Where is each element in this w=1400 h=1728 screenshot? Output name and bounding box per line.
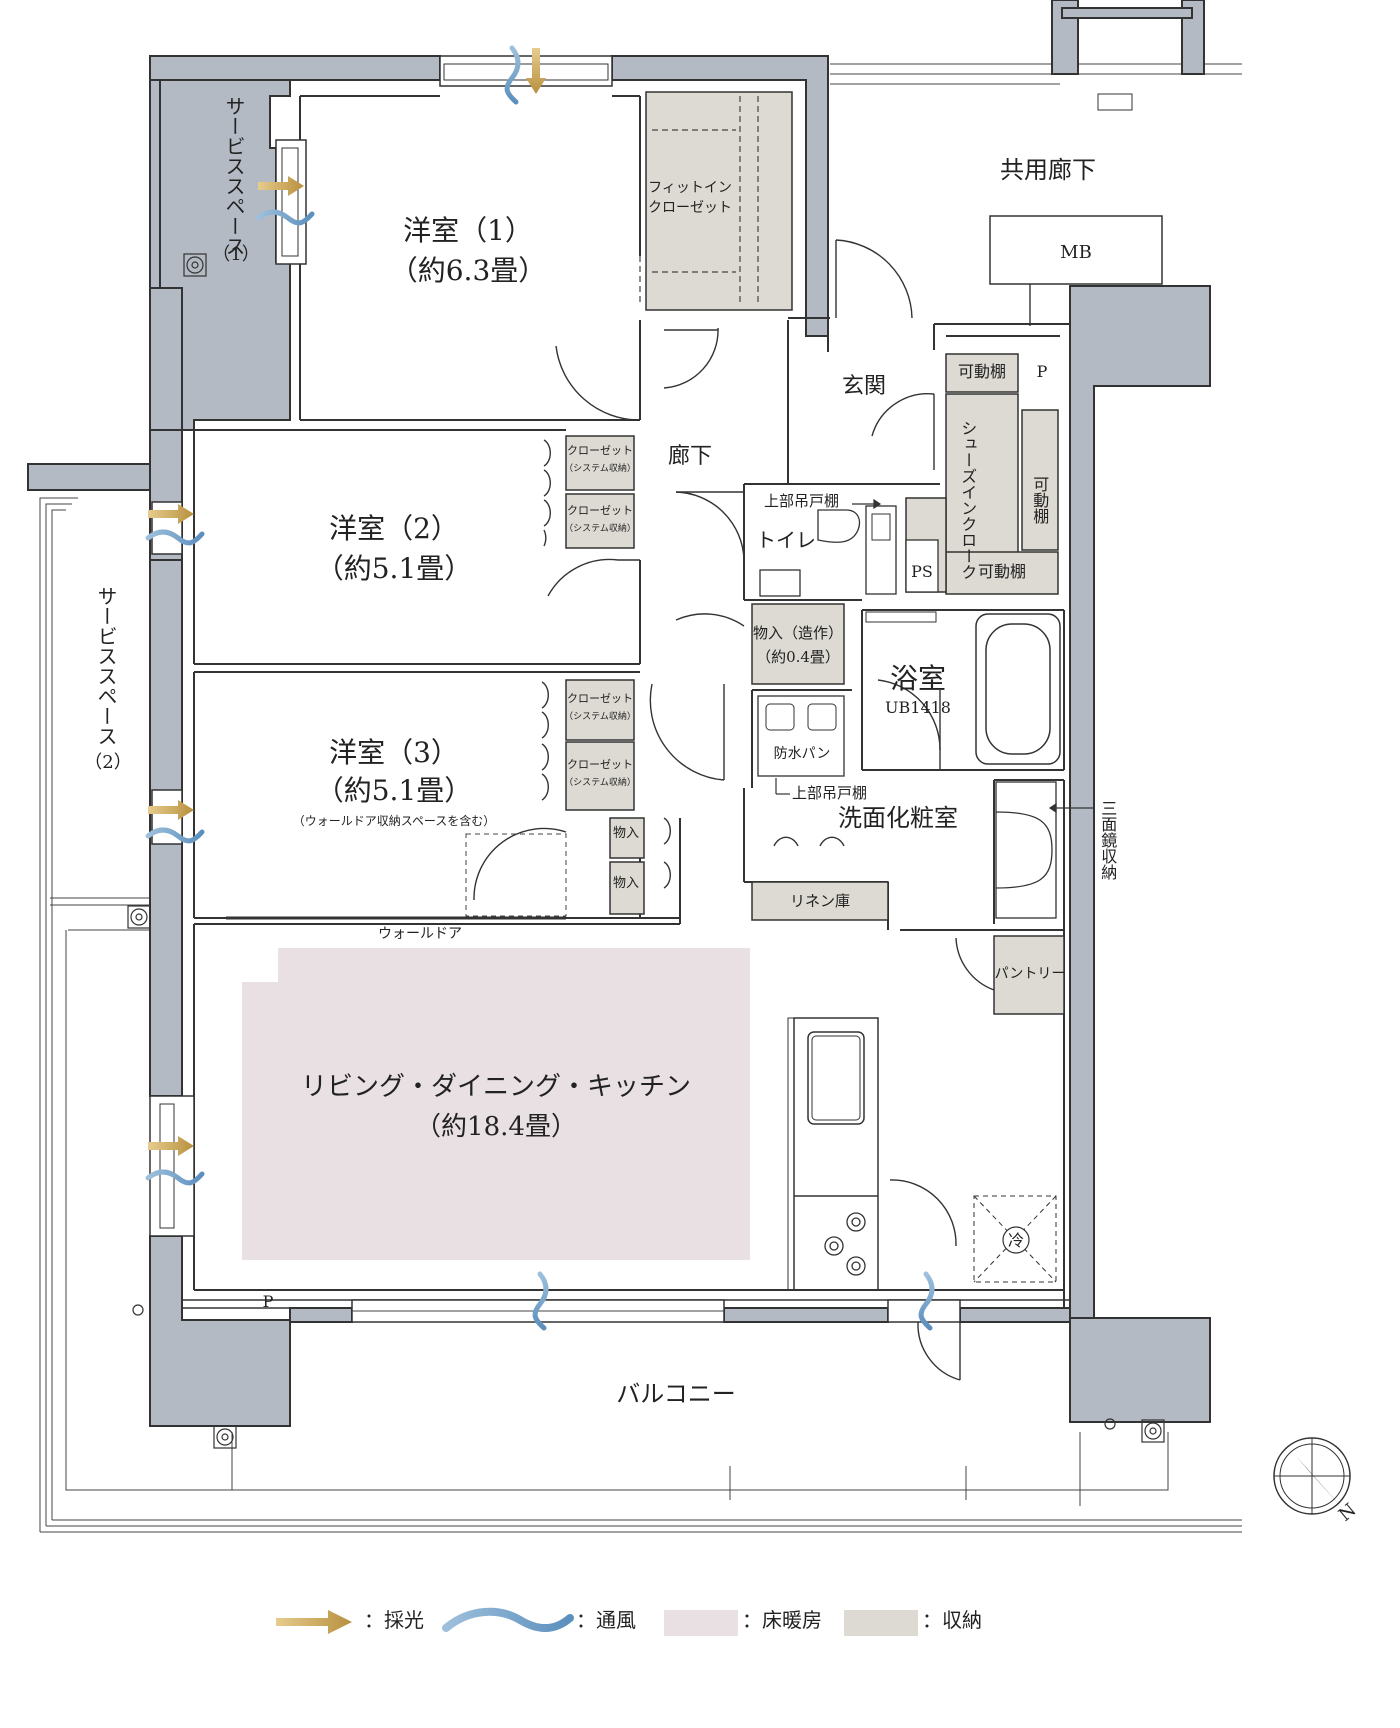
room-western3-name: 洋室（3）	[329, 736, 459, 769]
movable-shelf-side: 可動棚	[1030, 476, 1050, 524]
storage-3b: 物入	[612, 876, 640, 891]
room-balcony: バルコニー	[616, 1380, 736, 1408]
storage-3a: 物入	[612, 826, 640, 841]
room-bath-unit: UB1418	[885, 698, 951, 717]
mb-box: MB	[989, 93, 1163, 326]
room-corridor: 共用廊下	[1000, 156, 1096, 184]
legend-wind: ：通風	[576, 1608, 636, 1632]
room-western1-size: （約6.3畳）	[389, 254, 547, 287]
room-hallway: 廊下	[668, 444, 713, 469]
closet-2b-sys: （システム収納）	[564, 524, 636, 534]
upper-cabinet-toilet: 上部吊戸棚	[764, 492, 840, 510]
p-label-bottom: P	[262, 1292, 274, 1311]
wash-basin	[995, 781, 1057, 919]
compass-icon	[1273, 1437, 1351, 1515]
closet-3a: クローゼット	[567, 692, 633, 705]
wall-door-storage	[465, 833, 567, 917]
kitchen-counter: 冷	[787, 1017, 1057, 1291]
movable-shelf-top: 可動棚	[957, 362, 1007, 381]
room-washroom: 洗面化粧室	[838, 804, 958, 832]
closet-2b: クローゼット	[567, 504, 633, 517]
fridge-mark: 冷	[1008, 1231, 1024, 1250]
fit-in-closet-label-2: クローゼット	[648, 200, 732, 216]
balcony-railing	[39, 63, 1242, 1533]
closet-3b: クローゼット	[567, 758, 633, 771]
service-space-1-label: サービススペース	[222, 96, 246, 256]
room-western3-note: （ウォールドア収納スペースを含む）	[292, 814, 496, 828]
closet-2a: クローゼット	[567, 444, 633, 457]
room-western3-size: （約5.1畳）	[315, 774, 473, 807]
service-space-1-num: （1）	[212, 244, 260, 265]
waterproof-pan-label: 防水パン	[773, 746, 831, 762]
bathtub	[865, 611, 1061, 765]
linen-label: リネン庫	[789, 892, 851, 910]
waterproof-pan	[757, 695, 845, 777]
mb-label: MB	[1060, 242, 1092, 263]
storage-areas	[565, 91, 1065, 1015]
room-bath-name: 浴室	[889, 662, 947, 695]
p-label-top: P	[1036, 362, 1048, 381]
room-western2-size: （約5.1畳）	[315, 552, 473, 585]
legend	[276, 1607, 918, 1636]
upper-cabinet-arrows	[775, 498, 1094, 814]
drains	[127, 253, 1165, 1449]
floor-heating-area	[242, 948, 750, 1260]
fit-in-closet-label-1: フィットイン	[648, 180, 732, 196]
pantry-label: パントリー	[994, 966, 1066, 982]
doors[interactable]	[473, 239, 995, 1381]
closet-2a-sys: （システム収納）	[564, 464, 636, 474]
room-toilet: トイレ	[756, 528, 816, 552]
wall-door-label: ウォールドア	[378, 926, 462, 942]
upper-cabinet-wash: 上部吊戸棚	[792, 784, 868, 802]
room-western1-name: 洋室（1）	[403, 214, 533, 247]
closet-3a-sys: （システム収納）	[564, 712, 636, 722]
service-space-2-num: （2）	[84, 752, 132, 773]
shoes-closet-label: シューズインクローク	[958, 420, 978, 580]
builtin-storage-2: （約0.4畳）	[756, 648, 840, 666]
room-entrance: 玄関	[842, 374, 887, 399]
mirror-storage-label: 三面鏡収納	[1098, 800, 1118, 880]
builtin-storage-1: 物入（造作）	[752, 624, 844, 642]
ps-label: PS	[911, 562, 933, 581]
service-space-2-label: サービススペース	[94, 586, 118, 746]
toilet-fixtures	[759, 505, 939, 597]
movable-shelf-bottom: 可動棚	[977, 562, 1027, 581]
room-ldk-name: リビング・ダイニング・キッチン	[300, 1072, 692, 1102]
closet-3b-sys: （システム収納）	[564, 778, 636, 788]
room-ldk-size: （約18.4畳）	[415, 1112, 577, 1142]
legend-storage: ：収納	[922, 1608, 982, 1632]
room-western2-name: 洋室（2）	[329, 512, 459, 545]
legend-heating: ：床暖房	[742, 1608, 822, 1632]
legend-light: ：採光	[364, 1608, 424, 1632]
